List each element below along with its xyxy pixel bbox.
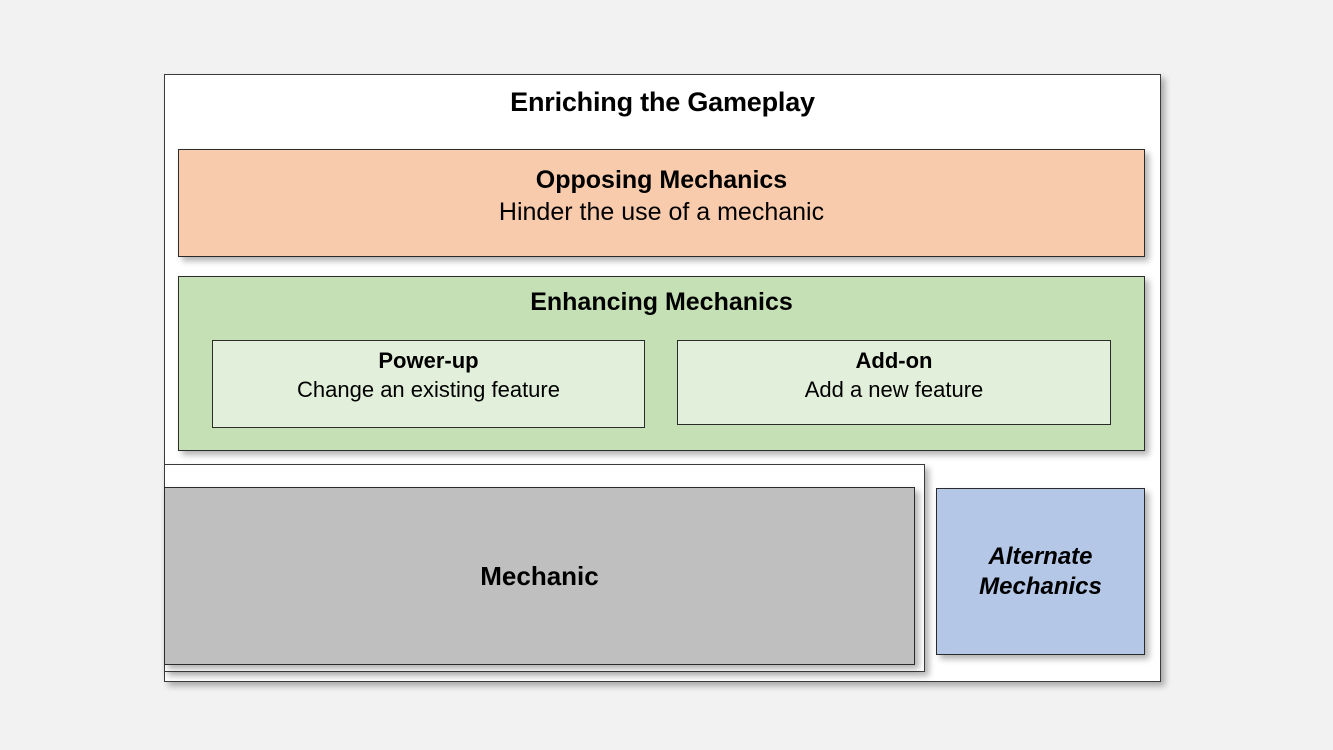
alternate-mechanics-box: Alternate Mechanics <box>936 488 1145 655</box>
opposing-mechanics-box: Opposing Mechanics Hinder the use of a m… <box>178 149 1145 257</box>
alternate-mechanics-label-line2: Mechanics <box>979 572 1102 600</box>
alternate-mechanics-label-line1: Alternate <box>988 543 1093 571</box>
opposing-mechanics-description: Hinder the use of a mechanic <box>498 197 825 226</box>
power-up-title: Power-up <box>378 348 479 373</box>
add-on-title: Add-on <box>855 348 933 373</box>
enhancing-mechanics-title: Enhancing Mechanics <box>530 288 793 316</box>
mechanic-box: Mechanic <box>164 487 915 665</box>
alternate-mechanics-label: Alternate Mechanics <box>979 542 1102 601</box>
mechanic-label: Mechanic <box>480 560 599 591</box>
opposing-mechanics-title: Opposing Mechanics <box>535 166 788 194</box>
add-on-box: Add-on Add a new feature <box>677 340 1111 425</box>
page-title: Enriching the Gameplay <box>510 87 815 117</box>
power-up-box: Power-up Change an existing feature <box>212 340 645 428</box>
add-on-description: Add a new feature <box>804 377 984 403</box>
power-up-description: Change an existing feature <box>297 377 560 403</box>
